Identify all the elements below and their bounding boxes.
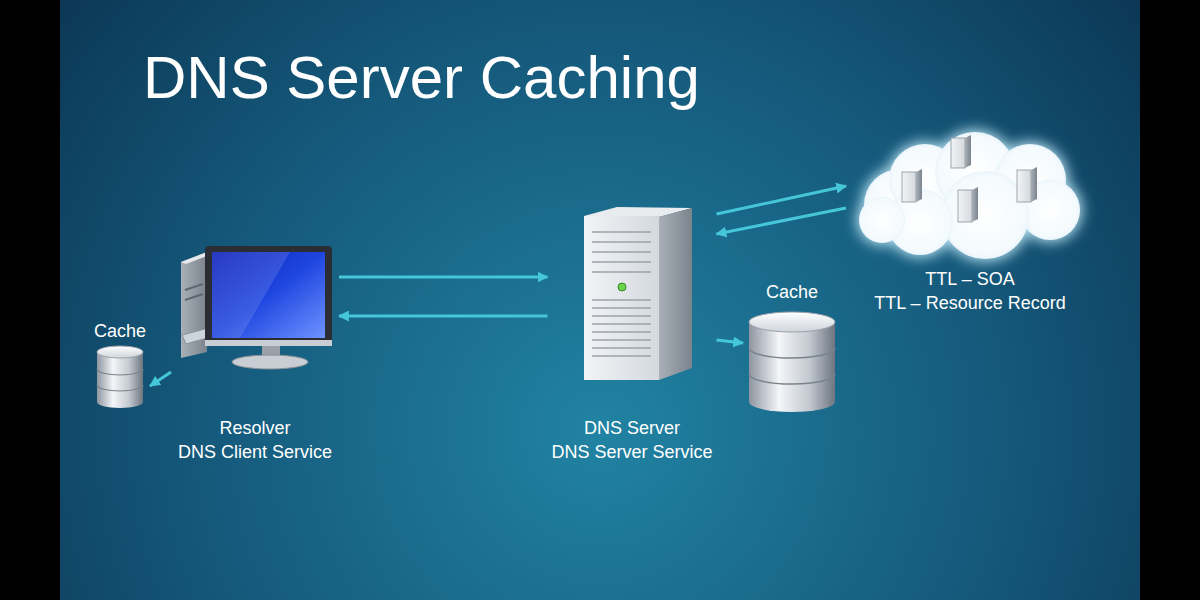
server-cache-cylinder bbox=[749, 322, 835, 402]
mini-server bbox=[951, 138, 965, 168]
mini-server bbox=[958, 190, 972, 222]
internet-cloud bbox=[859, 132, 1080, 259]
mini-server bbox=[1017, 170, 1031, 202]
cache-store: Cache bbox=[747, 281, 837, 411]
mini-server bbox=[916, 169, 922, 202]
internet-cloud bbox=[857, 130, 1082, 261]
server-cache-cylinder bbox=[749, 312, 835, 412]
server-cache-cylinder bbox=[749, 312, 835, 332]
node-label: Resolver bbox=[219, 416, 290, 440]
client-cache-cylinder bbox=[97, 346, 143, 358]
server-cache-cylinder bbox=[749, 348, 835, 358]
server-tower bbox=[592, 241, 651, 243]
cache-label: Cache bbox=[94, 320, 146, 342]
server-tower bbox=[592, 323, 651, 325]
node-label: DNS Client Service bbox=[178, 440, 332, 464]
background-panel bbox=[60, 0, 1140, 600]
server-tower bbox=[592, 251, 651, 253]
icon-area bbox=[96, 342, 144, 406]
client-cache-cylinder bbox=[97, 369, 143, 375]
computer-icon bbox=[232, 355, 308, 369]
mini-server bbox=[902, 172, 916, 202]
node-label: TTL – Resource Record bbox=[874, 291, 1065, 315]
slide-title: DNS Server Caching bbox=[143, 48, 700, 108]
client-cache-cylinder bbox=[97, 352, 143, 402]
computer-icon bbox=[185, 284, 203, 290]
server-tower bbox=[592, 355, 651, 357]
server-tower bbox=[592, 307, 651, 309]
computer-icon bbox=[212, 252, 325, 338]
server-tower bbox=[592, 331, 651, 333]
node-label: DNS Server Service bbox=[551, 440, 712, 464]
server-tower bbox=[592, 232, 651, 356]
server-tower bbox=[592, 347, 651, 349]
internet-cloud: TTL – SOATTL – Resource Record bbox=[850, 126, 1090, 315]
internet-cloud bbox=[857, 130, 1082, 261]
cache-label: Cache bbox=[766, 281, 818, 303]
icon-area bbox=[850, 126, 1090, 266]
flow-arrow bbox=[717, 186, 846, 214]
internet-cloud bbox=[941, 171, 1029, 259]
server-tower bbox=[592, 315, 651, 317]
icon-area bbox=[747, 303, 837, 411]
flow-arrow bbox=[339, 315, 547, 318]
server-tower bbox=[592, 299, 651, 301]
computer-icon bbox=[205, 246, 332, 344]
server-tower bbox=[592, 261, 651, 263]
server-tower bbox=[618, 283, 626, 291]
mini-server bbox=[972, 187, 978, 222]
computer-icon bbox=[185, 294, 203, 300]
computer-icon bbox=[181, 246, 332, 369]
dns-server: DNS ServerDNS Server Service bbox=[551, 206, 712, 464]
client-cache-cylinder bbox=[97, 385, 143, 391]
node-label: TTL – SOA bbox=[925, 267, 1014, 291]
server-cache-cylinder bbox=[749, 374, 835, 384]
internet-cloud bbox=[859, 197, 905, 243]
server-tower bbox=[659, 208, 692, 380]
server-tower bbox=[584, 207, 692, 380]
flow-arrow bbox=[339, 276, 547, 279]
flow-arrow bbox=[150, 372, 171, 386]
icon-area bbox=[175, 244, 335, 374]
cache-store: Cache bbox=[94, 320, 146, 406]
client-computer: ResolverDNS Client Service bbox=[175, 244, 335, 464]
mini-server bbox=[965, 135, 971, 168]
server-tower bbox=[592, 339, 651, 341]
server-cache-cylinder bbox=[749, 392, 835, 412]
computer-icon bbox=[205, 340, 332, 346]
mini-server bbox=[902, 135, 1037, 222]
server-tower bbox=[592, 231, 651, 233]
mini-server bbox=[1031, 167, 1037, 202]
server-tower bbox=[592, 271, 651, 273]
server-tower bbox=[584, 216, 659, 380]
flow-arrow bbox=[717, 208, 846, 234]
client-cache-cylinder bbox=[97, 346, 143, 408]
computer-icon bbox=[212, 252, 290, 338]
client-cache-cylinder bbox=[97, 396, 143, 408]
node-label: DNS Server bbox=[584, 416, 680, 440]
icon-area bbox=[562, 206, 702, 382]
flow-arrow bbox=[717, 340, 743, 343]
